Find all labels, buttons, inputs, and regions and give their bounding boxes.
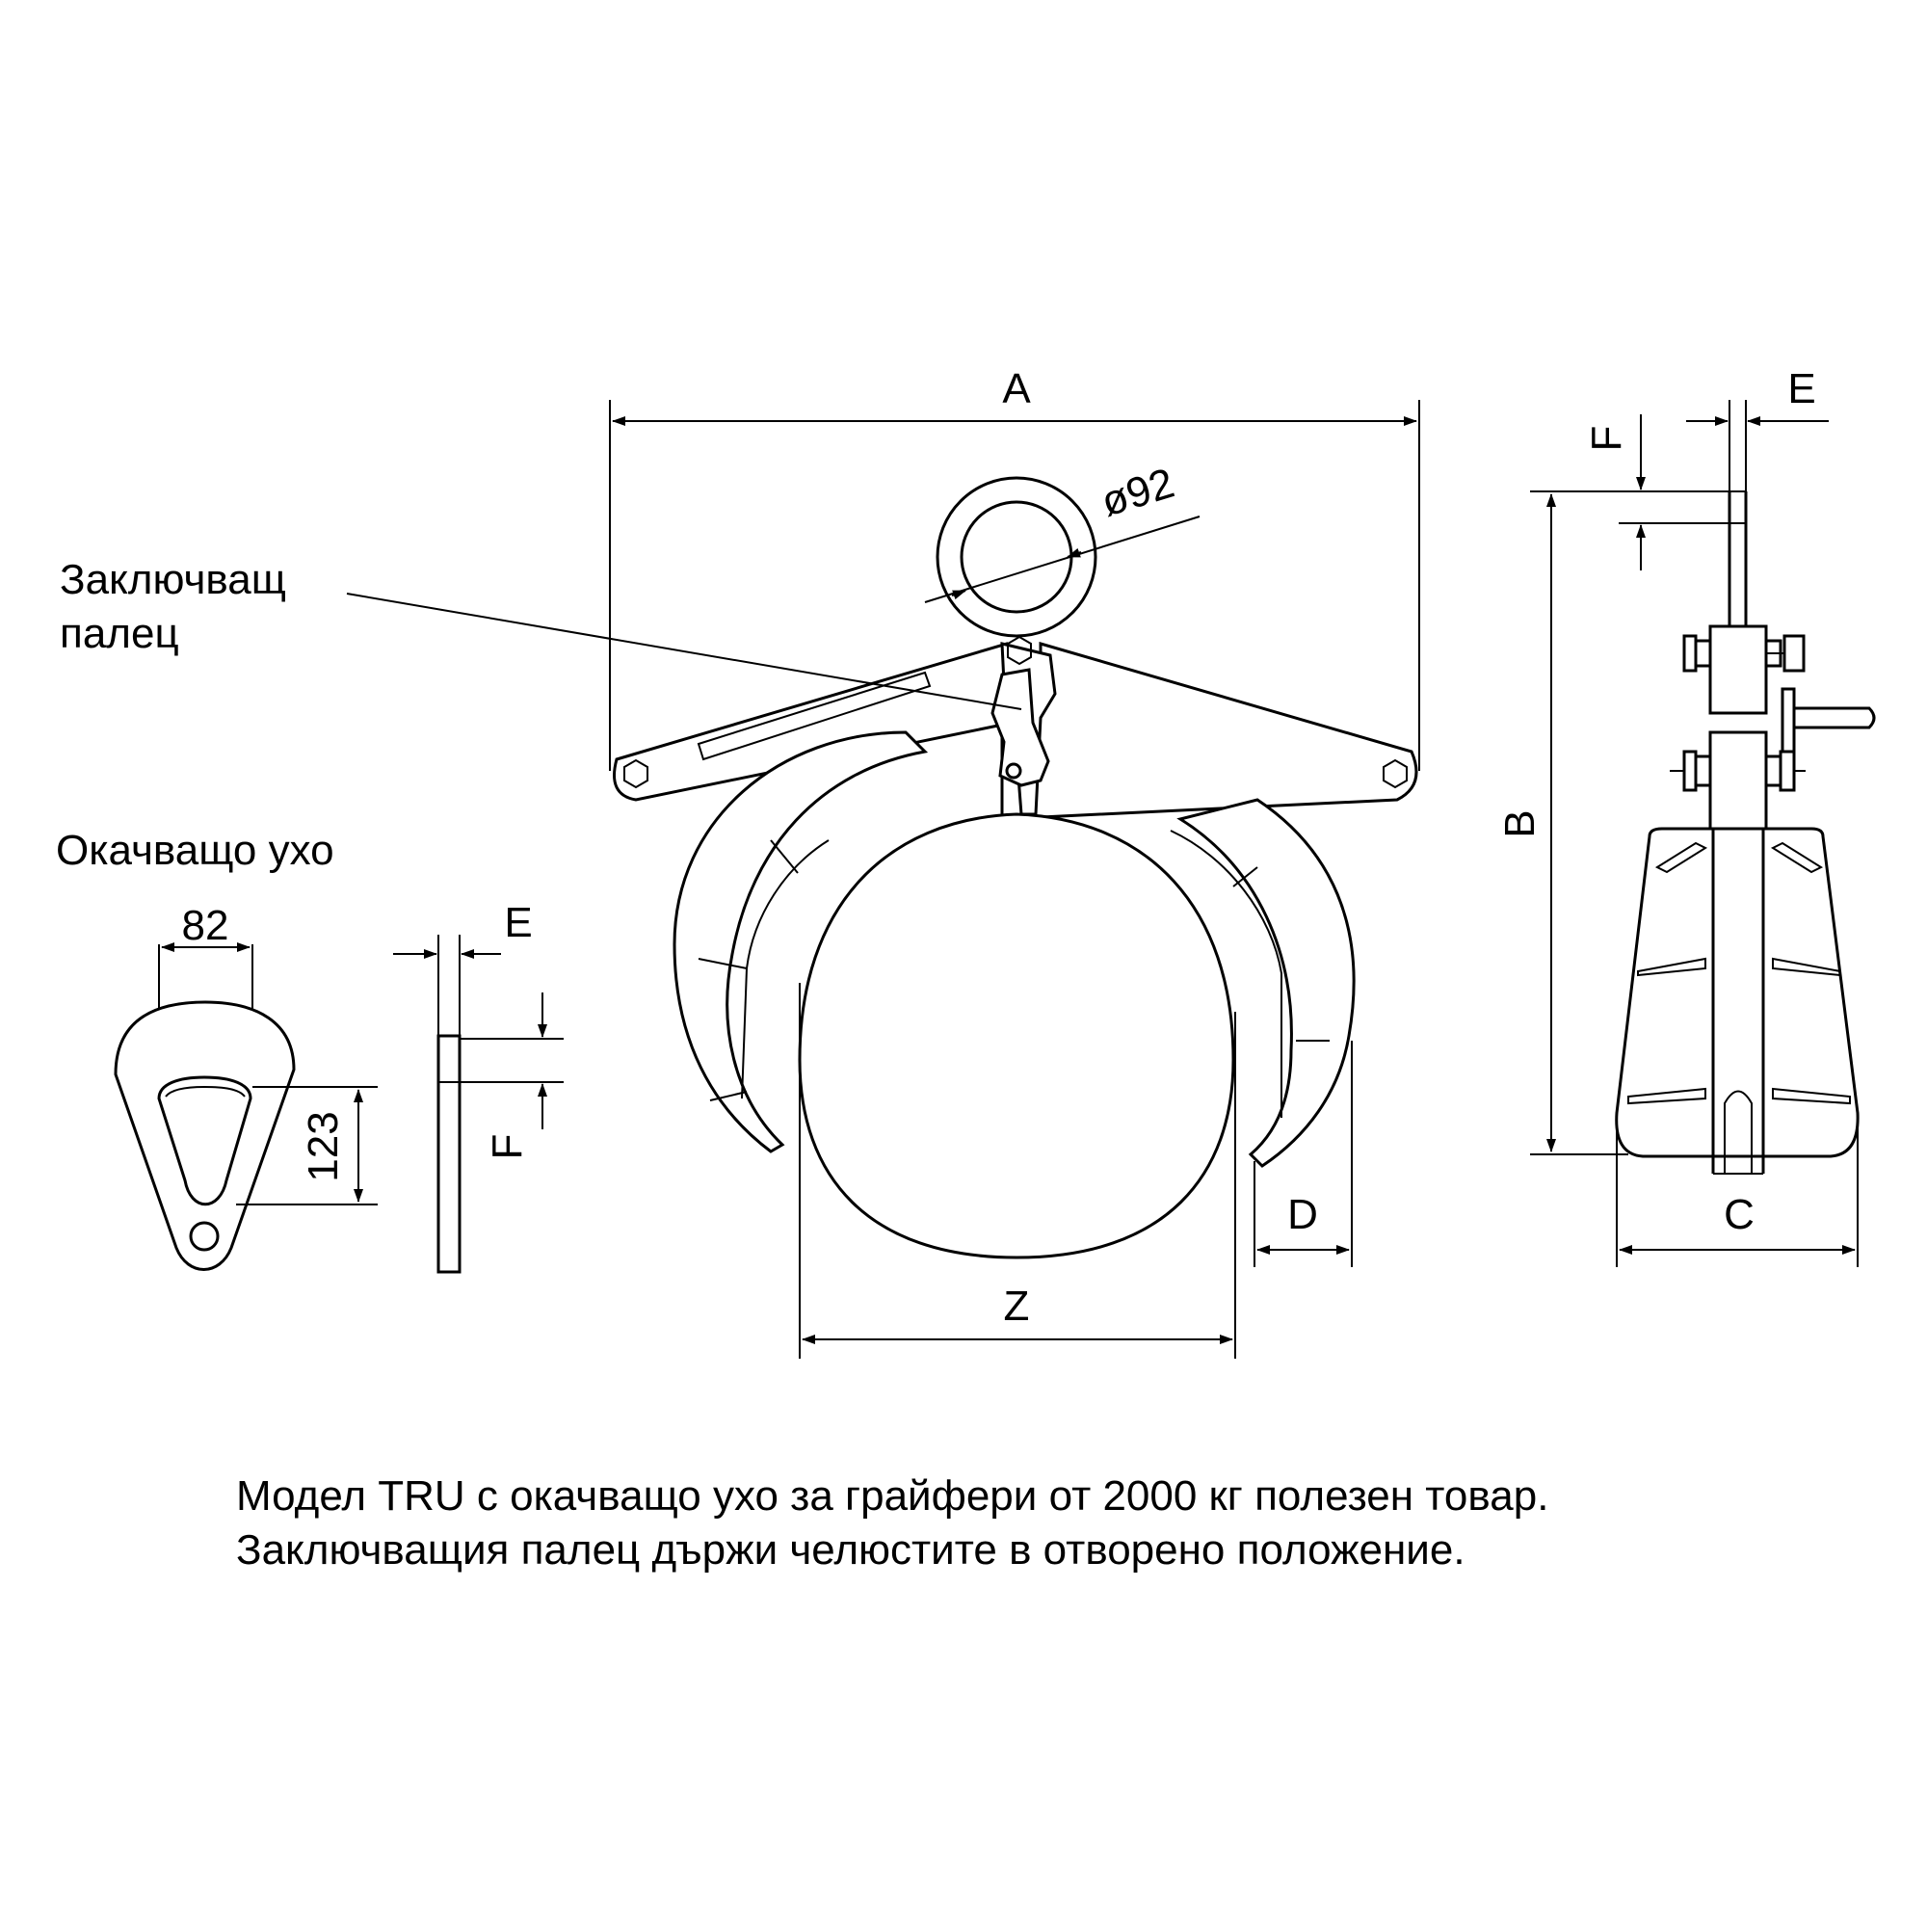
side-body [1615, 827, 1860, 1175]
left-beam [613, 642, 1038, 802]
caption-line-1: Модел TRU с окачващо ухо за грайфери от … [236, 1472, 1549, 1520]
dimension-b: B [1496, 490, 1725, 1155]
hanging-ear-label: Окачващо ухо [56, 827, 334, 874]
lock-finger-label-line2: палец [60, 610, 179, 657]
lower-hinge [1670, 730, 1806, 831]
dimension-a-label: A [1002, 365, 1031, 412]
dimension-c: C [1616, 1118, 1859, 1267]
dimension-z-label: Z [1004, 1283, 1030, 1330]
dimension-ear-height: 123 [236, 1086, 378, 1205]
front-view: A ø92 [346, 365, 1420, 1359]
dimension-e-side: E [1686, 365, 1829, 501]
dimension-f-ear-label: F [484, 1134, 531, 1160]
dimension-z: Z [802, 1283, 1233, 1344]
dimension-d-label: D [1287, 1191, 1318, 1238]
caption: Модел TRU с окачващо ухо за грайфери от … [236, 1469, 1778, 1577]
ear-height-label: 123 [300, 1111, 347, 1181]
hanging-ear-detail: 82 123 E [114, 899, 564, 1274]
left-jaw [673, 730, 929, 1153]
lock-finger-label-line1: Заключващ [60, 556, 286, 603]
lever-handle [1792, 706, 1876, 729]
lock-finger-leader [346, 593, 1022, 710]
pipe [798, 812, 1236, 1359]
caption-line-2: Заключващия палец държи челюстите в отво… [236, 1526, 1465, 1574]
dimension-e-ear-label: E [504, 899, 532, 946]
dimension-f-ear: F [460, 992, 564, 1159]
dimension-a: A [609, 365, 1420, 771]
side-view: E F B [1496, 365, 1876, 1267]
dimension-f-side-label: F [1583, 426, 1630, 452]
hoist-ring: ø92 [924, 460, 1201, 638]
dimension-e-ear: E [393, 899, 533, 1036]
ring-diameter-label: ø92 [1095, 460, 1179, 526]
lock-finger [990, 668, 1050, 787]
right-jaw [1170, 798, 1356, 1168]
upper-hinge [1682, 624, 1876, 758]
dimension-e-side-label: E [1787, 365, 1815, 412]
dimension-c-label: C [1724, 1191, 1755, 1238]
dimension-d: D [1254, 1041, 1353, 1267]
dimension-b-label: B [1496, 809, 1544, 837]
central-hub [990, 635, 1057, 816]
right-beam [1000, 642, 1418, 821]
ear-width-label: 82 [182, 902, 229, 949]
